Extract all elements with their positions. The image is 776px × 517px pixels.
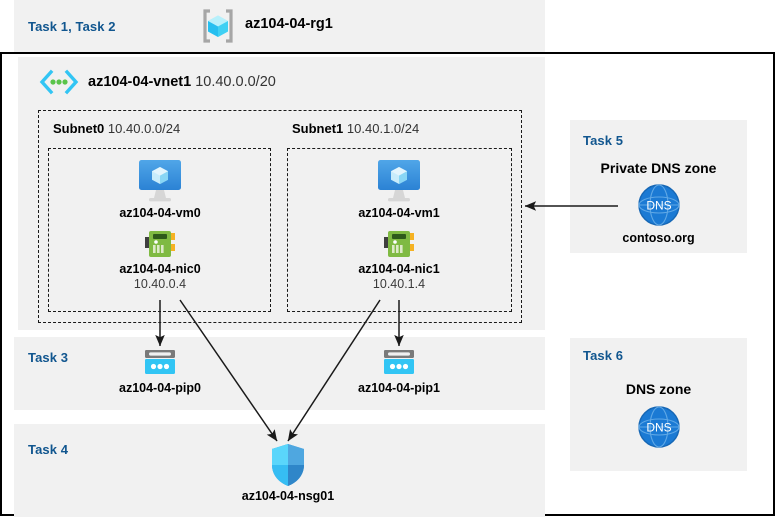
subnet0-title: Subnet0 10.40.0.0/24 — [53, 121, 180, 136]
network-interface-icon — [108, 228, 212, 260]
task-label-5: Task 5 — [583, 133, 624, 148]
private-dns-zone-name: contoso.org — [622, 231, 695, 245]
subnets-outer-dashed-box — [38, 110, 522, 323]
pip0-node: az104-04-pip0 — [108, 349, 212, 396]
dns-zone-node: DNS — [597, 404, 720, 450]
vnet-title: az104-04-vnet1 10.40.0.0/20 — [88, 74, 276, 90]
nsg-name: az104-04-nsg01 — [241, 489, 335, 503]
network-interface-icon — [347, 228, 451, 260]
public-ip-address-icon — [108, 349, 212, 379]
pip1-name: az104-04-pip1 — [358, 381, 440, 395]
pip0-name: az104-04-pip0 — [119, 381, 201, 395]
dns-zone-icon: DNS — [597, 182, 720, 228]
pip1-node: az104-04-pip1 — [347, 349, 451, 396]
resource-group-icon — [199, 7, 237, 45]
resource-group-name: az104-04-rg1 — [245, 16, 333, 32]
vnet-address-space: 10.40.0.0/20 — [195, 74, 276, 90]
nsg-node: az104-04-nsg01 — [228, 443, 348, 504]
public-ip-address-icon — [347, 349, 451, 379]
private-dns-zone-heading: Private DNS zone — [600, 160, 717, 176]
nic1-ip: 10.40.1.4 — [372, 277, 426, 291]
vm0-name: az104-04-vm0 — [119, 206, 201, 220]
vm0-node: az104-04-vm0 — [108, 158, 212, 221]
virtual-machine-icon — [347, 158, 451, 204]
nic1-name: az104-04-nic1 — [358, 262, 440, 276]
subnet1-title: Subnet1 10.40.1.0/24 — [292, 121, 419, 136]
nic1-node: az104-04-nic1 10.40.1.4 — [347, 228, 451, 292]
subnet0-name: Subnet0 — [53, 121, 105, 136]
virtual-machine-icon — [108, 158, 212, 204]
nic0-name: az104-04-nic0 — [119, 262, 201, 276]
task-label-6: Task 6 — [583, 348, 624, 363]
dns-zone-heading: DNS zone — [625, 381, 692, 397]
subnet0-cidr: 10.40.0.0/24 — [107, 121, 181, 136]
vnet-name: az104-04-vnet1 — [88, 74, 192, 90]
network-security-group-icon — [228, 443, 348, 487]
private-dns-zone-node: DNS contoso.org — [597, 182, 720, 246]
virtual-network-icon — [38, 69, 80, 95]
task-label-4: Task 4 — [28, 442, 69, 457]
subnet1-cidr: 10.40.1.0/24 — [346, 121, 420, 136]
nic0-ip: 10.40.0.4 — [133, 277, 187, 291]
vm1-node: az104-04-vm1 — [347, 158, 451, 221]
task-label-3: Task 3 — [28, 350, 69, 365]
vm1-name: az104-04-vm1 — [358, 206, 440, 220]
dns-zone-icon: DNS — [597, 404, 720, 450]
task-label-1-2: Task 1, Task 2 — [28, 19, 116, 34]
dns-icon-label: DNS — [646, 421, 671, 435]
dns-icon-label: DNS — [646, 199, 671, 213]
nic0-node: az104-04-nic0 10.40.0.4 — [108, 228, 212, 292]
panel-task-3 — [14, 337, 545, 410]
vnet-container — [18, 57, 545, 330]
panel-task-6 — [570, 338, 747, 471]
subnet1-name: Subnet1 — [292, 121, 344, 136]
panel-task-1-2 — [14, 0, 545, 52]
